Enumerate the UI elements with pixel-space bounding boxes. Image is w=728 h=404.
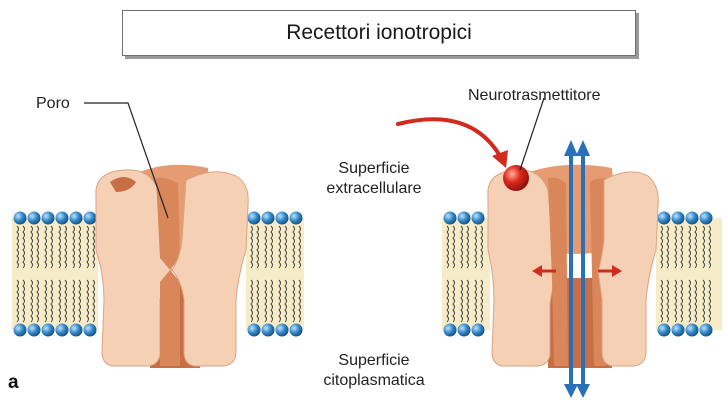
lipid-head	[700, 212, 713, 225]
lipid-head	[42, 212, 55, 225]
lipid-head	[70, 324, 83, 337]
lipid-head	[14, 324, 27, 337]
lipid-head	[28, 212, 41, 225]
lipid-head	[458, 212, 471, 225]
lipid-head	[84, 324, 97, 337]
lipid-head	[290, 324, 303, 337]
lipid-head	[262, 212, 275, 225]
membrane-segment	[656, 218, 722, 330]
lipid-head	[70, 212, 83, 225]
lipid-head	[42, 324, 55, 337]
lipid-head	[658, 324, 671, 337]
neurotransmitter-leader-line	[520, 98, 544, 170]
lipid-head	[686, 212, 699, 225]
lipid-head	[248, 324, 261, 337]
neurotransmitter-label: Neurotrasmettitore	[468, 86, 601, 106]
lipid-head	[84, 212, 97, 225]
lipid-head	[290, 212, 303, 225]
lipid-head	[458, 324, 471, 337]
open-receptor-left-subunit	[488, 170, 558, 366]
lipid-head	[472, 324, 485, 337]
lipid-head	[444, 212, 457, 225]
lipid-head	[672, 212, 685, 225]
extracellular-label-line2: extracellulare	[304, 179, 444, 199]
closed-receptor	[96, 165, 248, 368]
open-receptor-right-subunit	[598, 172, 658, 366]
cytoplasmic-label-line1: Superficie	[292, 351, 456, 371]
lipid-head	[276, 212, 289, 225]
lipid-head	[672, 324, 685, 337]
lipid-head	[28, 324, 41, 337]
extracellular-label-line1: Superficie	[304, 159, 444, 179]
lipid-head	[444, 324, 457, 337]
lipid-head	[658, 212, 671, 225]
lipid-head	[472, 212, 485, 225]
lipid-head	[686, 324, 699, 337]
neurotransmitter-ligand	[503, 165, 529, 191]
panel-letter: a	[8, 372, 19, 394]
diagram-title: Recettori ionotropici	[122, 10, 636, 56]
lipid-head	[276, 324, 289, 337]
pore-label: Poro	[36, 94, 70, 114]
lipid-head	[262, 324, 275, 337]
lipid-head	[248, 212, 261, 225]
cytoplasmic-label-line2: citoplasmatica	[292, 371, 456, 391]
membrane-segment	[246, 218, 304, 330]
closed-receptor-center-strip-low	[160, 270, 180, 366]
lipid-head	[56, 324, 69, 337]
lipid-head	[14, 212, 27, 225]
cytoplasmic-surface-label: Superficie citoplasmatica	[292, 351, 456, 391]
lipid-head	[56, 212, 69, 225]
extracellular-surface-label: Superficie extracellulare	[304, 159, 444, 199]
lipid-head	[700, 324, 713, 337]
open-receptor	[488, 140, 658, 398]
